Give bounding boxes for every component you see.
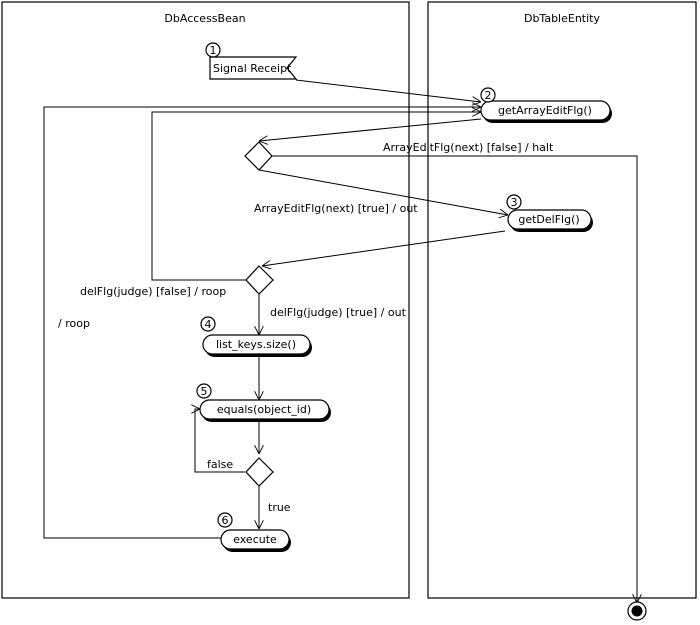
lane-title-dbaccessbean: DbAccessBean xyxy=(164,12,245,25)
flow-decision-array-halt xyxy=(271,155,637,603)
action-listkeys-size: list_keys.size() 4 xyxy=(200,316,312,357)
step-number-badge xyxy=(480,87,496,103)
flow-execute-roop xyxy=(43,107,481,539)
guard-del-out: delFlg(judge) [true] / out xyxy=(270,306,407,319)
lane-title-dbtableentity: DbTableEntity xyxy=(524,12,601,25)
flow-lines xyxy=(43,79,637,603)
decision-equals xyxy=(245,457,274,487)
decision-array xyxy=(244,141,273,171)
action-label: execute xyxy=(233,533,277,546)
guard-array-out: ArrayEditFlg(next) [true] / out xyxy=(254,202,418,215)
flow-signal-to-getarrayeditflg xyxy=(295,79,481,102)
action-getarrayeditflg: getArrayEditFlg() 2 xyxy=(480,87,612,123)
decision-del xyxy=(245,265,274,295)
action-label: getDelFlg() xyxy=(518,213,579,226)
lane-dbtableentity: DbTableEntity xyxy=(427,1,697,599)
action-label: equals(object_id) xyxy=(217,403,311,416)
action-equals-object-id: equals(object_id) 5 xyxy=(196,383,331,422)
step-number-badge xyxy=(205,42,221,58)
final-node xyxy=(627,601,647,621)
action-label: list_keys.size() xyxy=(216,338,296,351)
guard-equals-false: false xyxy=(207,458,233,471)
step-number-badge xyxy=(196,383,212,399)
guard-equals-true: true xyxy=(268,501,291,514)
action-getdelflg: getDelFlg() 3 xyxy=(506,194,593,232)
flow-getdelflg-to-decision-del xyxy=(262,230,506,266)
guard-roop: / roop xyxy=(58,317,90,330)
guard-del-roop: delFlg(judge) [false] / roop xyxy=(80,285,226,298)
flow-decision-eq-false xyxy=(195,409,245,473)
lane-dbaccessbean: DbAccessBean xyxy=(1,1,410,599)
step-number-1: 1 xyxy=(210,44,217,57)
flow-decision-array-to-getdelflg xyxy=(258,169,508,215)
step-number-badge xyxy=(200,316,216,332)
action-execute: execute 6 xyxy=(217,512,291,552)
step-number-badge xyxy=(506,194,522,210)
flow-decision-del-roop xyxy=(151,112,481,281)
step-number-2: 2 xyxy=(485,89,492,102)
signal-receipt: Signal Receipt 1 xyxy=(205,42,298,80)
guard-labels: ArrayEditFlg(next) [false] / halt ArrayE… xyxy=(58,141,554,514)
signal-receipt-label: Signal Receipt xyxy=(213,62,292,75)
action-label: getArrayEditFlg() xyxy=(498,104,592,117)
step-number-badge xyxy=(217,512,233,528)
flow-getarrayeditflg-to-decision-array xyxy=(259,118,482,141)
step-number-6: 6 xyxy=(222,514,229,527)
step-number-5: 5 xyxy=(201,385,208,398)
step-number-4: 4 xyxy=(205,318,212,331)
step-number-3: 3 xyxy=(511,196,518,209)
guard-array-halt: ArrayEditFlg(next) [false] / halt xyxy=(383,141,554,154)
